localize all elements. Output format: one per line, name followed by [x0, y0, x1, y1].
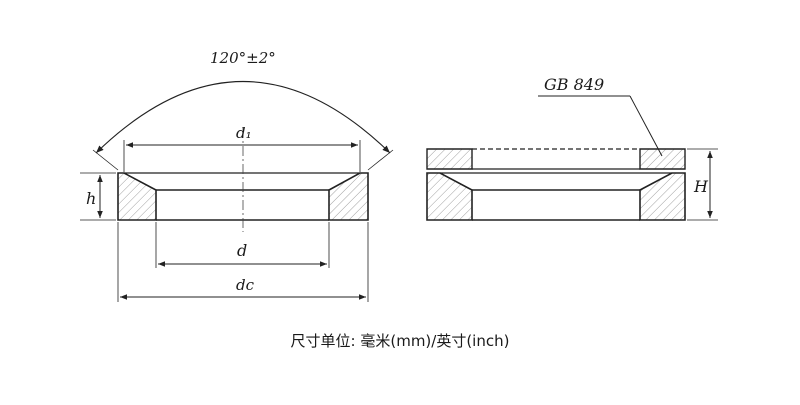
right-section-hatch: [328, 172, 369, 221]
units-caption: 尺寸单位: 毫米(mm)/英寸(inch): [290, 332, 510, 350]
left-section-hatch: [117, 172, 157, 221]
spherical-washer-left: [426, 172, 473, 221]
spherical-washer-right: [639, 172, 686, 221]
angle-label: 120°±2°: [210, 49, 276, 67]
right-assembly-view: GB 849 H: [426, 75, 718, 221]
left-section-view: 120°±2° d₁ d dc h: [80, 49, 394, 302]
cone-washer-right: [639, 148, 686, 170]
standard-label: GB 849: [544, 75, 604, 94]
H-label: H: [693, 177, 709, 196]
d-label: d: [237, 241, 247, 260]
dc-label: dc: [236, 276, 255, 294]
cone-washer-left: [426, 148, 473, 170]
angle-arc: [95, 80, 391, 154]
h-label: h: [86, 189, 96, 208]
d1-label: d₁: [236, 124, 252, 142]
